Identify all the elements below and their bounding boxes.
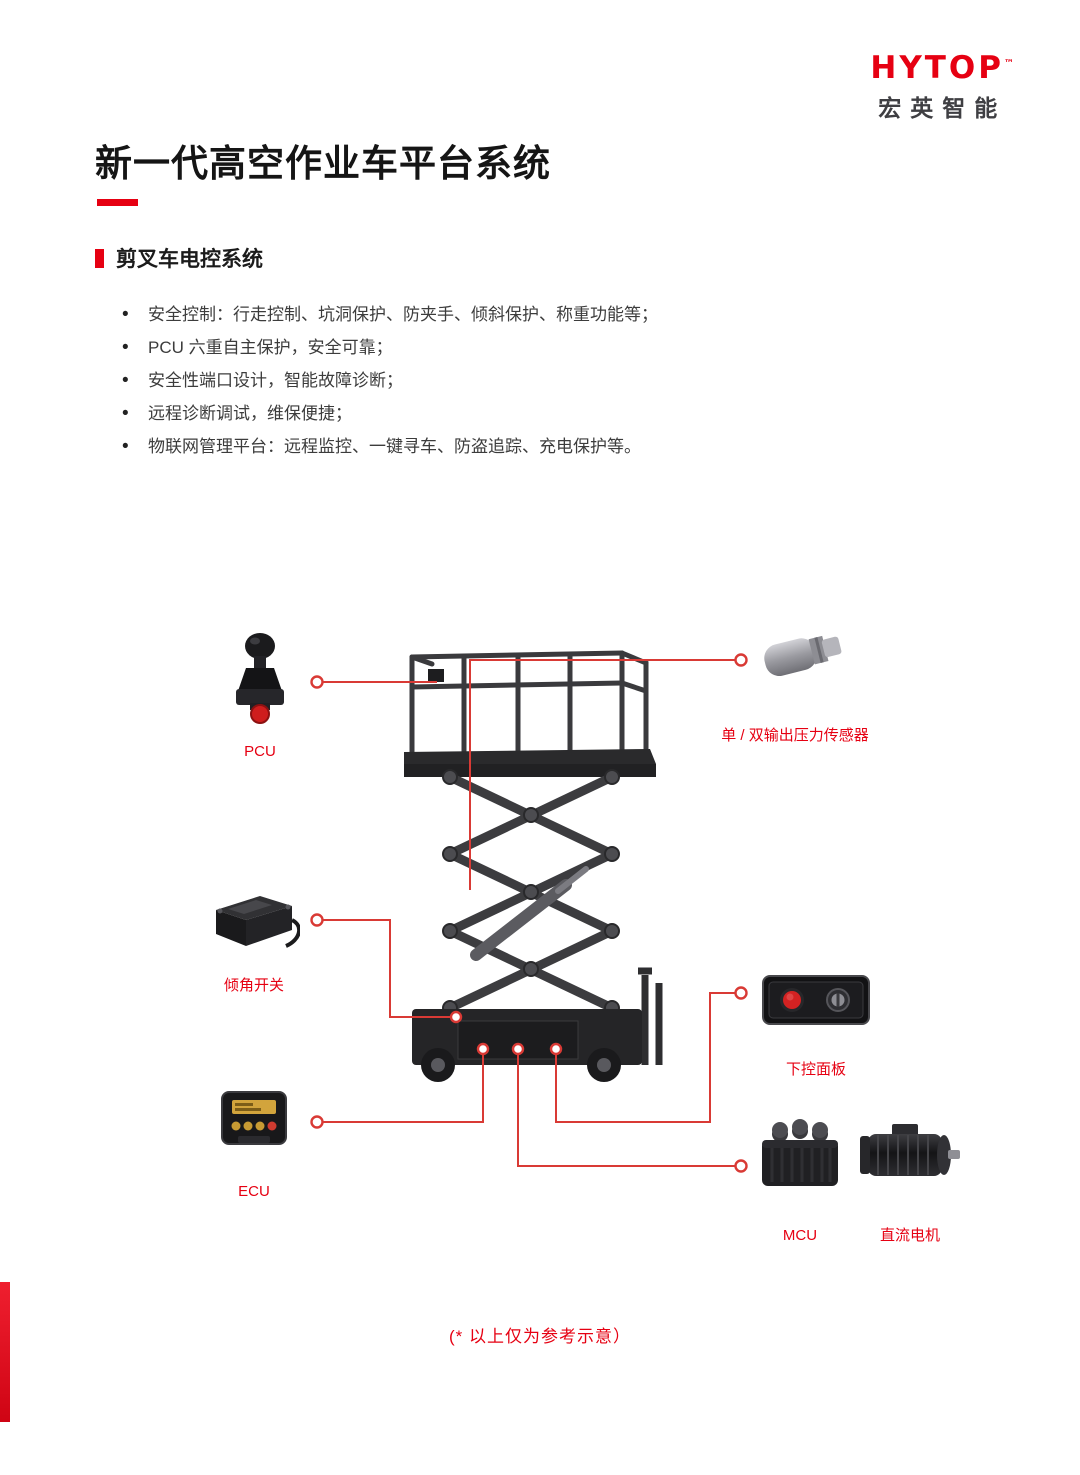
dc-motor-image [860,1124,960,1176]
scissor-lift-illustration [404,650,663,1082]
title-underline [97,199,138,206]
feature-item: 远程诊断调试，维保便捷； [118,397,658,430]
feature-item: 安全控制：行走控制、坑洞保护、防夹手、倾斜保护、称重功能等； [118,298,658,331]
mcu-label: MCU [782,1227,818,1244]
logo-company-name: 宏英智能 [878,95,1007,121]
page-title: 新一代高空作业车平台系统 [95,143,551,184]
section-heading: 剪叉车电控系统 [95,243,263,273]
lower-control-panel-image [762,975,870,1025]
feature-item: PCU 六重自主保护，安全可靠； [118,331,658,364]
feature-list: 安全控制：行走控制、坑洞保护、防夹手、倾斜保护、称重功能等； PCU 六重自主保… [118,298,658,463]
lower-control-panel-label: 下控面板 [785,1061,846,1078]
feature-item: 物联网管理平台：远程监控、一键寻车、防盗追踪、充电保护等。 [118,430,658,463]
feature-item: 安全性端口设计，智能故障诊断； [118,364,658,397]
pressure-sensor-image [764,635,842,676]
ecu-image [221,1091,287,1145]
section-heading-text: 剪叉车电控系统 [116,248,263,271]
mcu-image [762,1119,838,1186]
pcu-image [236,633,284,724]
tilt-switch-image [216,896,300,948]
trademark-symbol: ™ [1004,58,1014,70]
dc-motor-label: 直流电机 [879,1227,940,1244]
tilt-switch-label: 倾角开关 [223,977,284,994]
pcu-label: PCU [244,743,276,760]
pressure-sensor-label: 单 / 双输出压力传感器 [721,727,869,744]
ecu-label: ECU [238,1183,270,1200]
section-marker [95,248,104,268]
left-accent-bar [0,1282,10,1422]
footnote: (* 以上仅为参考示意） [449,1327,631,1346]
system-diagram: PCU 单 / 双输出压力传感器 倾角开关 [0,600,1080,1300]
logo-brand-text: HYTOP™ [870,50,1014,86]
hytop-logo: HYTOP™ 宏英智能 [870,50,1014,123]
